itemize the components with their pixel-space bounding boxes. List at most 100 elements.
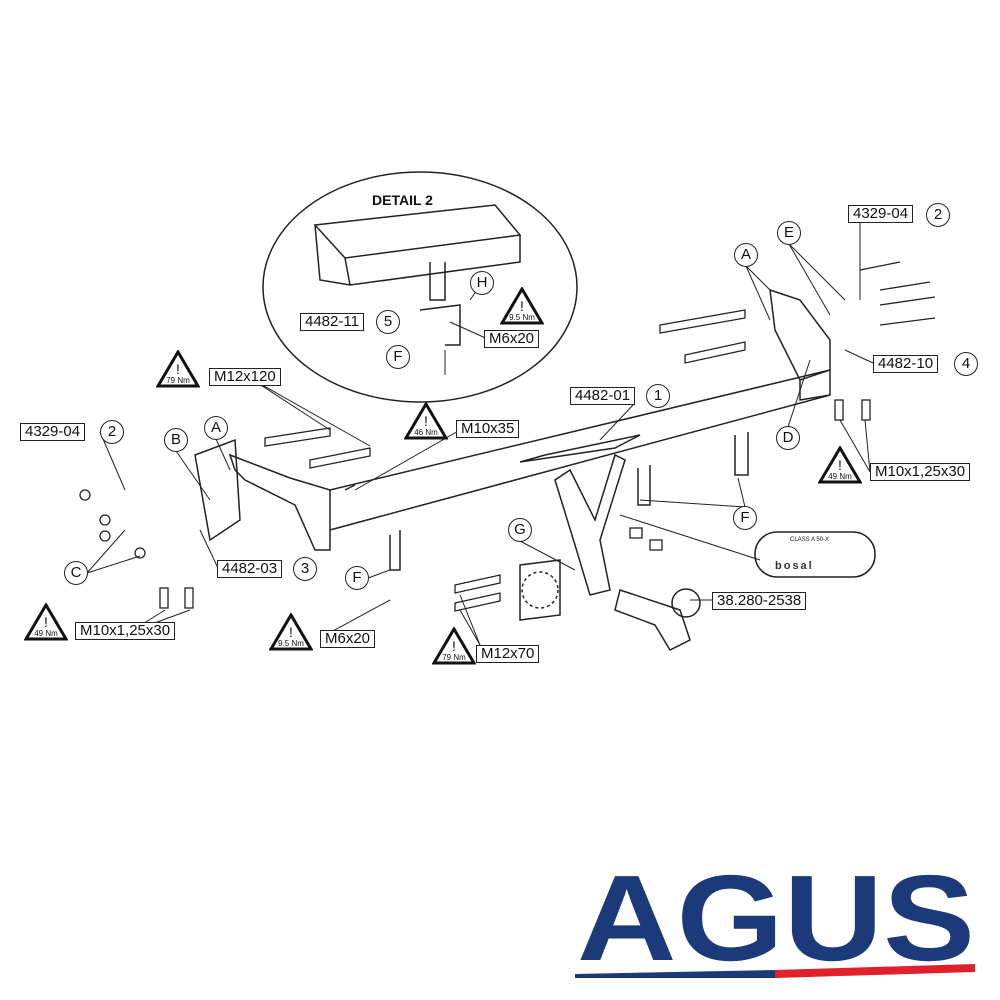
- bolt: [184, 587, 194, 609]
- bolt-label-m6x20-detail: M6x20: [484, 330, 540, 348]
- callout-e: E: [777, 221, 801, 245]
- bolt-label-m10-right: M10x1,25x30: [870, 463, 971, 481]
- nut: [134, 547, 146, 559]
- svg-text:!: !: [176, 361, 180, 377]
- left-bracket: [194, 438, 241, 542]
- callout-a-left: A: [204, 416, 228, 440]
- callout-b: B: [164, 428, 188, 452]
- detail-beam: [313, 204, 522, 286]
- detail-title: DETAIL 2: [372, 192, 433, 208]
- warning-triangle-icon: !: [818, 446, 862, 484]
- torque-warning-3: !46 Nm: [404, 402, 448, 440]
- bolt: [861, 399, 871, 421]
- diagram-drawing: [79, 171, 936, 651]
- warning-triangle-icon: !: [156, 350, 200, 388]
- callout-d: D: [776, 426, 800, 450]
- logo-underline-red: [775, 964, 975, 978]
- socket-plate: [519, 559, 561, 621]
- bolt-label-m12x120: M12x120: [209, 368, 281, 386]
- part-label-4482-11: 4482-11: [300, 313, 364, 331]
- svg-text:!: !: [838, 457, 842, 473]
- bolt: [159, 587, 169, 609]
- part-number-2-right: 2: [926, 203, 950, 227]
- bolt: [834, 399, 844, 421]
- torque-value: 49 Nm: [34, 629, 58, 638]
- bolt-shafts: [264, 309, 746, 612]
- torque-warning-1: !9.5 Nm: [500, 287, 544, 325]
- part-number-2-left: 2: [100, 420, 124, 444]
- tow-ball: [671, 588, 701, 618]
- leader-line-paths: [86, 222, 874, 646]
- svg-text:!: !: [452, 638, 456, 654]
- hanger-brackets: [389, 432, 749, 571]
- torque-value: 9.5 Nm: [278, 639, 304, 648]
- part-label-4329-04-right: 4329-04: [848, 205, 914, 223]
- warning-triangle-icon: !: [269, 613, 313, 651]
- detail-leader-lines: [444, 282, 491, 375]
- beam-edges: [329, 380, 831, 530]
- nut: [649, 539, 663, 551]
- plate-brand: bosal: [775, 560, 814, 572]
- svg-text:!: !: [424, 413, 428, 429]
- part-label-4482-10: 4482-10: [873, 355, 939, 373]
- callout-g: G: [508, 518, 532, 542]
- id-plate: [754, 531, 876, 578]
- part-number-4: 4: [954, 352, 978, 376]
- part-number-1: 1: [646, 384, 670, 408]
- callout-f-detail: F: [386, 345, 410, 369]
- torque-warning-4: !49 Nm: [818, 446, 862, 484]
- torque-value: 79 Nm: [442, 653, 466, 662]
- torque-warning-5: !49 Nm: [24, 603, 68, 641]
- detail-ellipse: [262, 171, 578, 403]
- torque-value: 79 Nm: [166, 376, 190, 385]
- warning-triangle-icon: !: [500, 287, 544, 325]
- nut: [99, 514, 111, 526]
- bolt-label-m10x35: M10x35: [456, 420, 520, 438]
- plate-class: CLASS A 50-X: [790, 537, 830, 543]
- part-number-5: 5: [376, 310, 400, 334]
- leader-lines: [86, 222, 874, 646]
- part-label-4482-01: 4482-01: [570, 387, 636, 405]
- part-label-ball: 38.280-2538: [712, 592, 807, 610]
- nut: [99, 530, 111, 542]
- main-beam: [228, 369, 831, 551]
- bolt-axes-right: [859, 261, 936, 326]
- torque-value: 9.5 Nm: [509, 313, 535, 322]
- torque-value: 46 Nm: [414, 428, 438, 437]
- logo-underline-navy: [575, 970, 775, 978]
- ball-neck: [614, 589, 691, 651]
- svg-text:!: !: [44, 614, 48, 630]
- part-label-4329-04-left: 4329-04: [20, 423, 86, 441]
- part-label-4482-03: 4482-03: [217, 560, 283, 578]
- socket-ring: [521, 571, 559, 609]
- warning-triangle-icon: !: [24, 603, 68, 641]
- center-plate: [519, 434, 641, 463]
- right-bracket: [769, 288, 831, 381]
- callout-a-right: A: [734, 243, 758, 267]
- svg-text:!: !: [289, 624, 293, 640]
- torque-warning-2: !79 Nm: [156, 350, 200, 388]
- callout-c: C: [64, 561, 88, 585]
- nut: [629, 527, 643, 539]
- torque-warning-6: !9.5 Nm: [269, 613, 313, 651]
- agus-logo-drawing: AGUS: [575, 850, 975, 986]
- callout-f-left: F: [345, 566, 369, 590]
- part-number-3: 3: [293, 557, 317, 581]
- bolt-label-m6x20: M6x20: [320, 630, 376, 648]
- bolt-label-m12x70: M12x70: [476, 645, 540, 663]
- ball-bracket: [554, 453, 626, 596]
- bolts: [79, 261, 936, 612]
- torque-warning-7: !79 Nm: [432, 627, 476, 665]
- torque-value: 49 Nm: [828, 472, 852, 481]
- warning-triangle-icon: !: [404, 402, 448, 440]
- warning-triangle-icon: !: [432, 627, 476, 665]
- bolt-label-m10-left: M10x1,25x30: [75, 622, 176, 640]
- callout-h: H: [470, 271, 494, 295]
- callout-f-right: F: [733, 506, 757, 530]
- agus-logo: AGUS: [575, 850, 980, 986]
- detail-bracket: [419, 262, 461, 346]
- logo-text: AGUS: [577, 860, 975, 985]
- svg-text:!: !: [520, 298, 524, 314]
- nut: [79, 489, 91, 501]
